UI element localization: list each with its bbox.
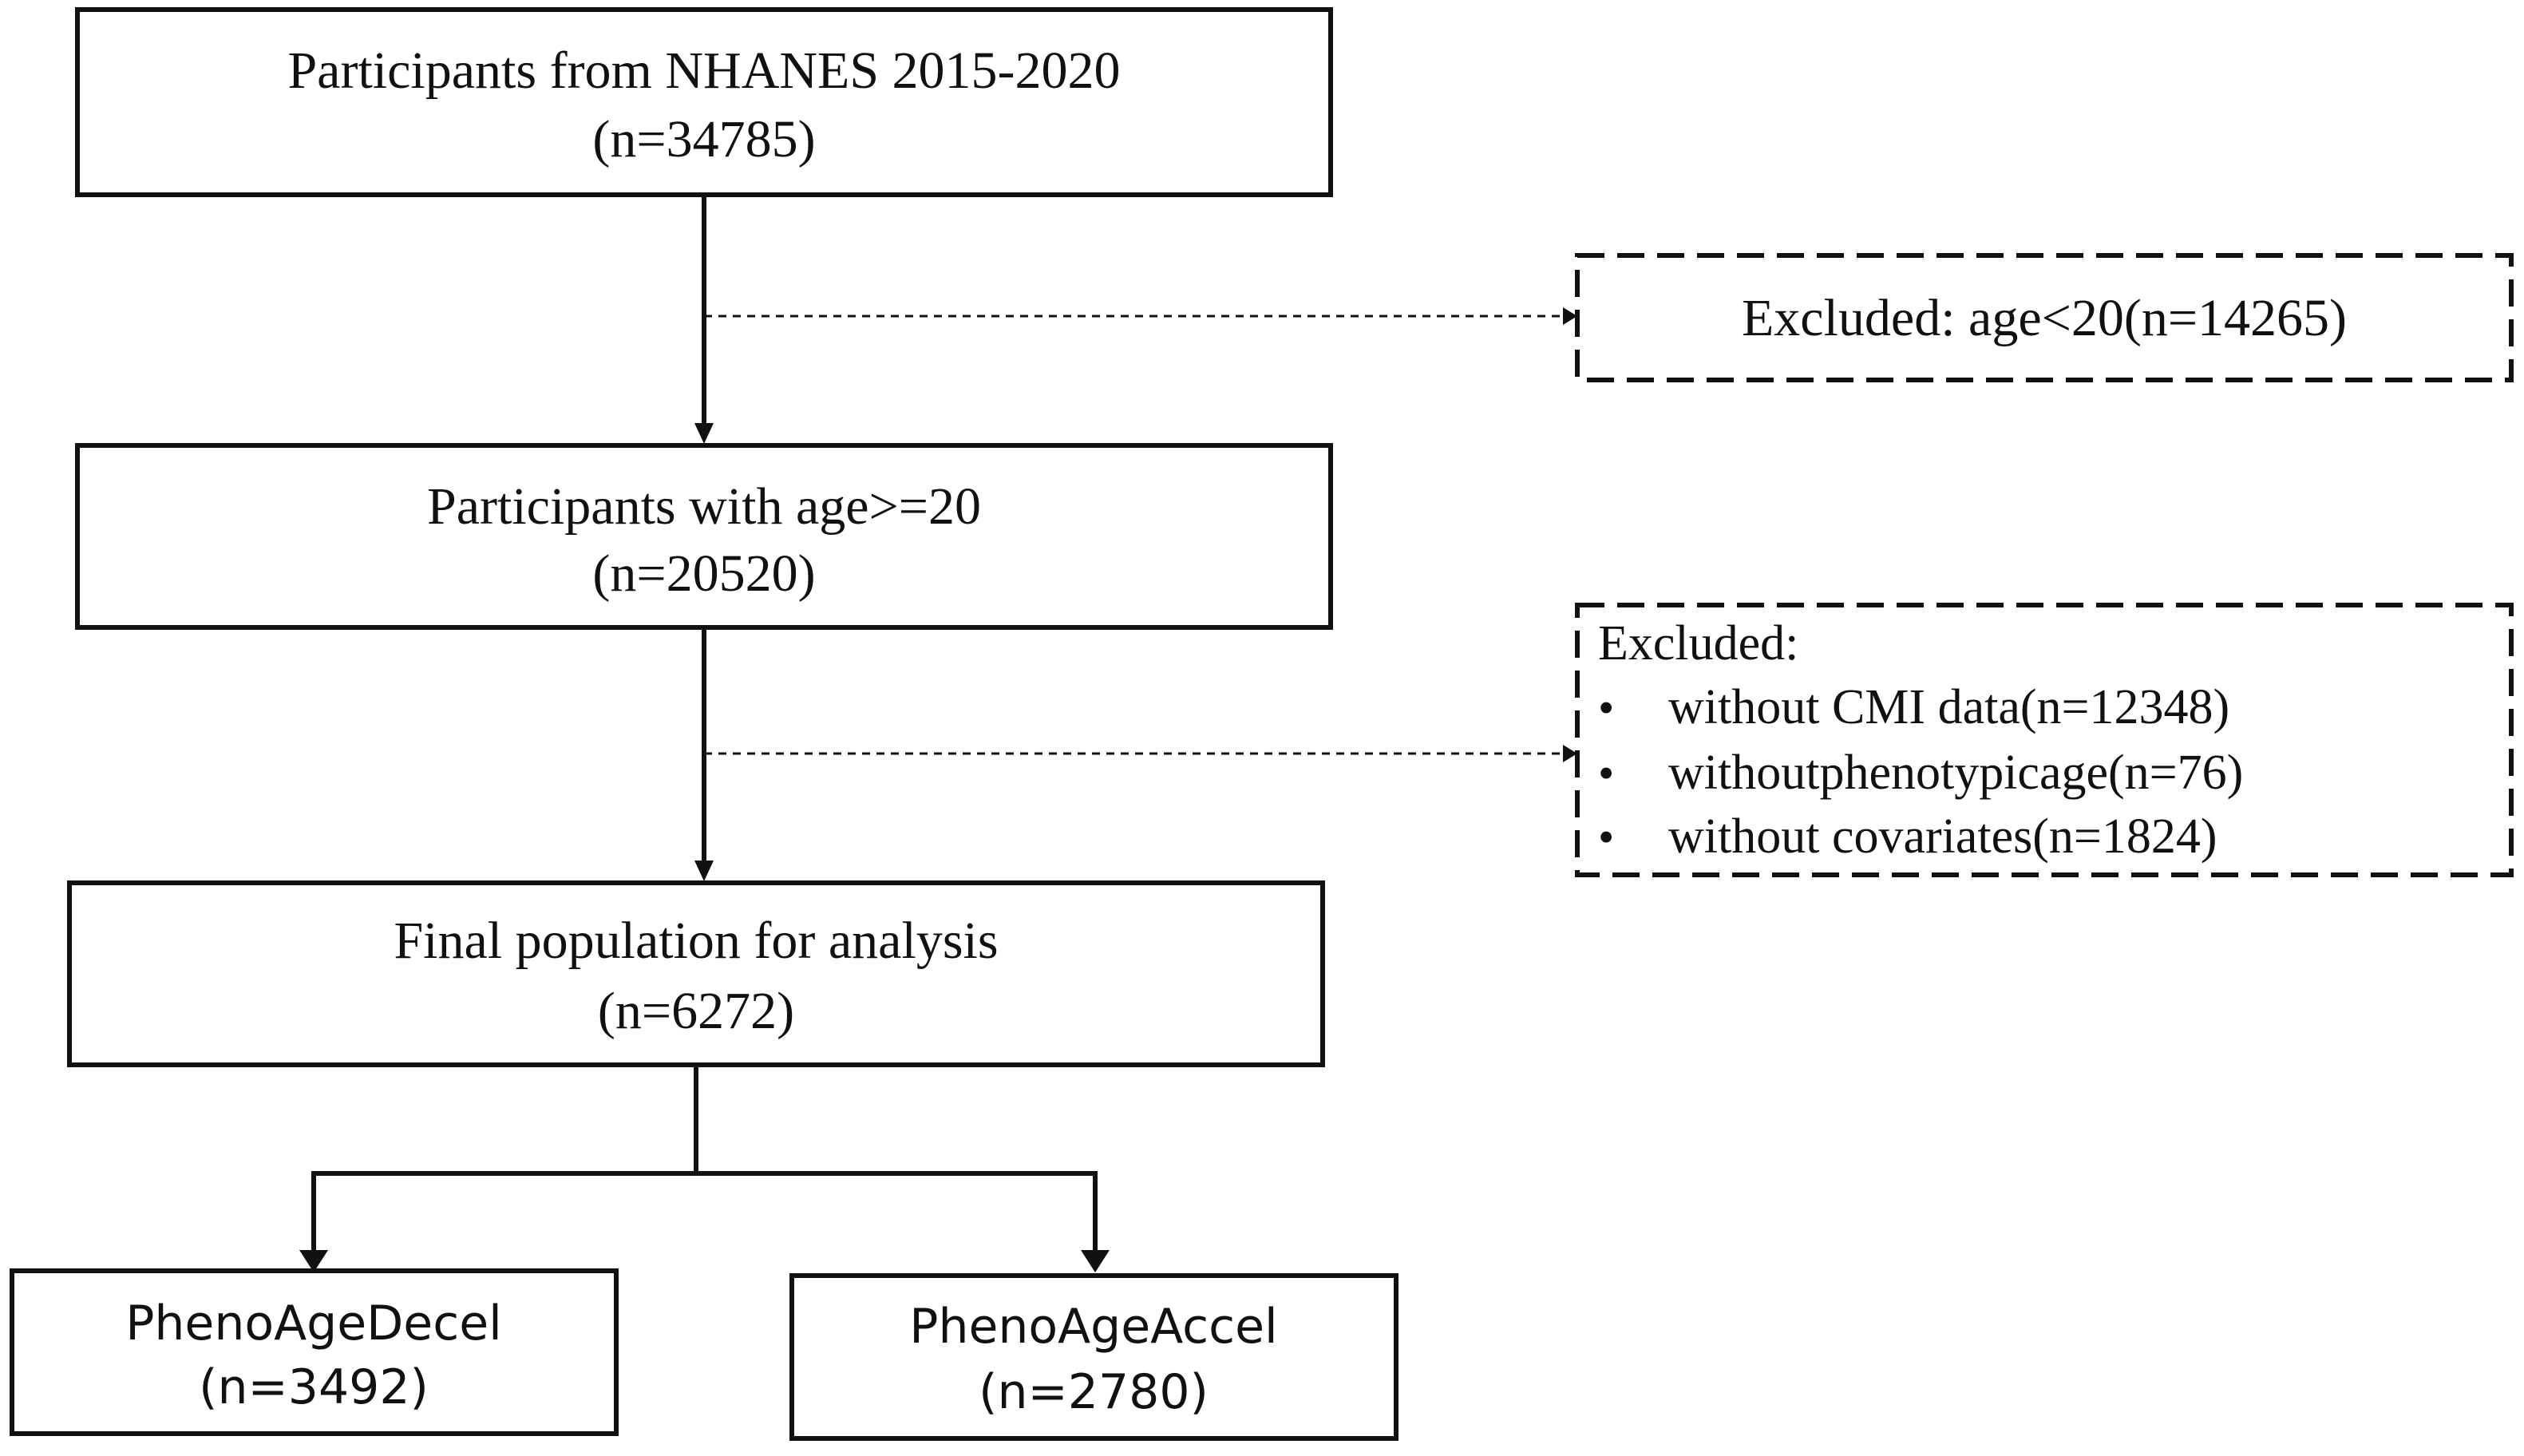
dashed-arrowhead-exclusion-age: [1563, 307, 1577, 325]
box-age-filtered: Participants with age>=20 (n=20520): [75, 443, 1333, 630]
box-phenoage-decel: PhenoAgeDecel (n=3492): [10, 1268, 619, 1436]
exclusion-box-age: Excluded: age<20(n=14265): [1575, 253, 2514, 382]
exclusion-missing-title: Excluded:: [1598, 616, 1798, 671]
box-participants: Participants from NHANES 2015-2020 (n=34…: [75, 7, 1333, 197]
arrowhead-accel: [1081, 1250, 1110, 1272]
box-decel-count: (n=3492): [199, 1359, 429, 1415]
exclusion-item-cmi: without CMI data(n=12348): [1668, 680, 2229, 734]
exclusion-bullet-3: •: [1598, 811, 1614, 863]
exclusion-age-text: Excluded: age<20(n=14265): [1742, 289, 2347, 347]
box-accel-title: PhenoAgeAccel: [909, 1299, 1277, 1355]
box-final-title: Final population for analysis: [394, 912, 998, 970]
exclusion-box-missing: Excluded: • without CMI data(n=12348) • …: [1575, 603, 2514, 877]
box-age-filtered-count: (n=20520): [592, 544, 815, 603]
arrowhead-decel: [299, 1250, 328, 1272]
exclusion-item-phenotypic-age: withoutphenotypicage(n=76): [1668, 746, 2243, 800]
dashed-arrowhead-exclusion-missing: [1563, 745, 1577, 762]
box-decel-title: PhenoAgeDecel: [125, 1296, 502, 1351]
box-accel-count: (n=2780): [979, 1364, 1209, 1420]
box-final-count: (n=6272): [598, 982, 794, 1040]
box-phenoage-accel: PhenoAgeAccel (n=2780): [789, 1273, 1398, 1441]
arrowhead-final: [694, 861, 714, 881]
exclusion-bullet-1: •: [1598, 682, 1614, 734]
exclusion-item-covariates: without covariates(n=1824): [1668, 809, 2217, 864]
arrowhead-age: [694, 423, 714, 444]
box-final-population: Final population for analysis (n=6272): [67, 880, 1325, 1067]
box-participants-title: Participants from NHANES 2015-2020: [287, 42, 1120, 100]
box-participants-count: (n=34785): [592, 110, 815, 168]
exclusion-bullet-2: •: [1598, 747, 1614, 799]
box-age-filtered-title: Participants with age>=20: [427, 477, 981, 536]
